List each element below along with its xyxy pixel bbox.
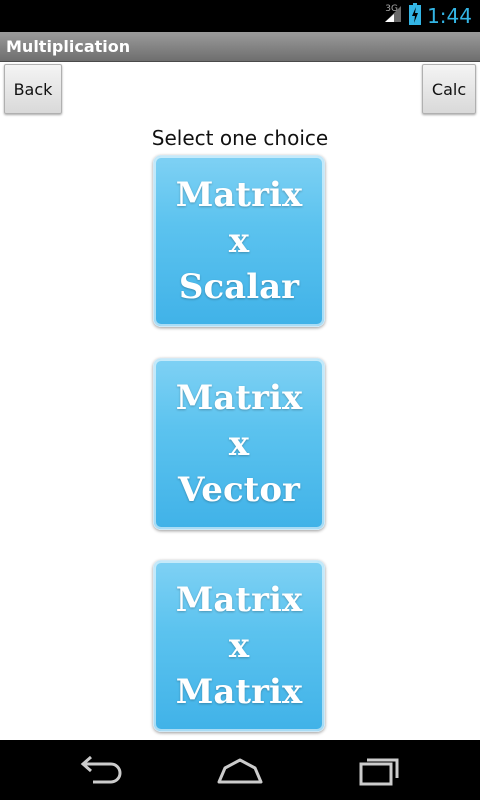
network-type-label: 3G [385,4,398,14]
back-button[interactable]: Back [4,64,62,114]
status-icons: 1:44 [383,0,472,32]
matrix-x-vector-button[interactable]: Matrix x Vector [153,358,325,530]
matrix-x-matrix-button[interactable]: Matrix x Matrix [153,560,325,732]
navigation-bar [0,740,480,800]
choice-line: x [228,626,250,666]
page-title: Multiplication [6,37,131,56]
prompt-label: Select one choice [151,126,329,150]
calc-button[interactable]: Calc [422,64,476,114]
choice-line: x [228,424,250,464]
choice-line: Matrix [175,580,303,620]
choice-line: x [228,221,250,261]
choice-line: Matrix [175,175,303,215]
choice-line: Matrix [175,378,303,418]
choice-line: Scalar [178,267,300,307]
title-bar: Multiplication [0,32,480,62]
back-arrow-icon[interactable] [75,752,125,788]
battery-charging-icon [409,3,422,29]
signal-icon [383,4,403,28]
choice-line: Vector [178,470,300,510]
clock: 1:44 [427,4,472,28]
recent-apps-icon[interactable] [355,752,405,788]
status-bar: 3G 1:44 [0,0,480,32]
choice-line: Matrix [175,672,303,712]
home-icon[interactable] [215,752,265,788]
matrix-x-scalar-button[interactable]: Matrix x Scalar [153,155,325,327]
